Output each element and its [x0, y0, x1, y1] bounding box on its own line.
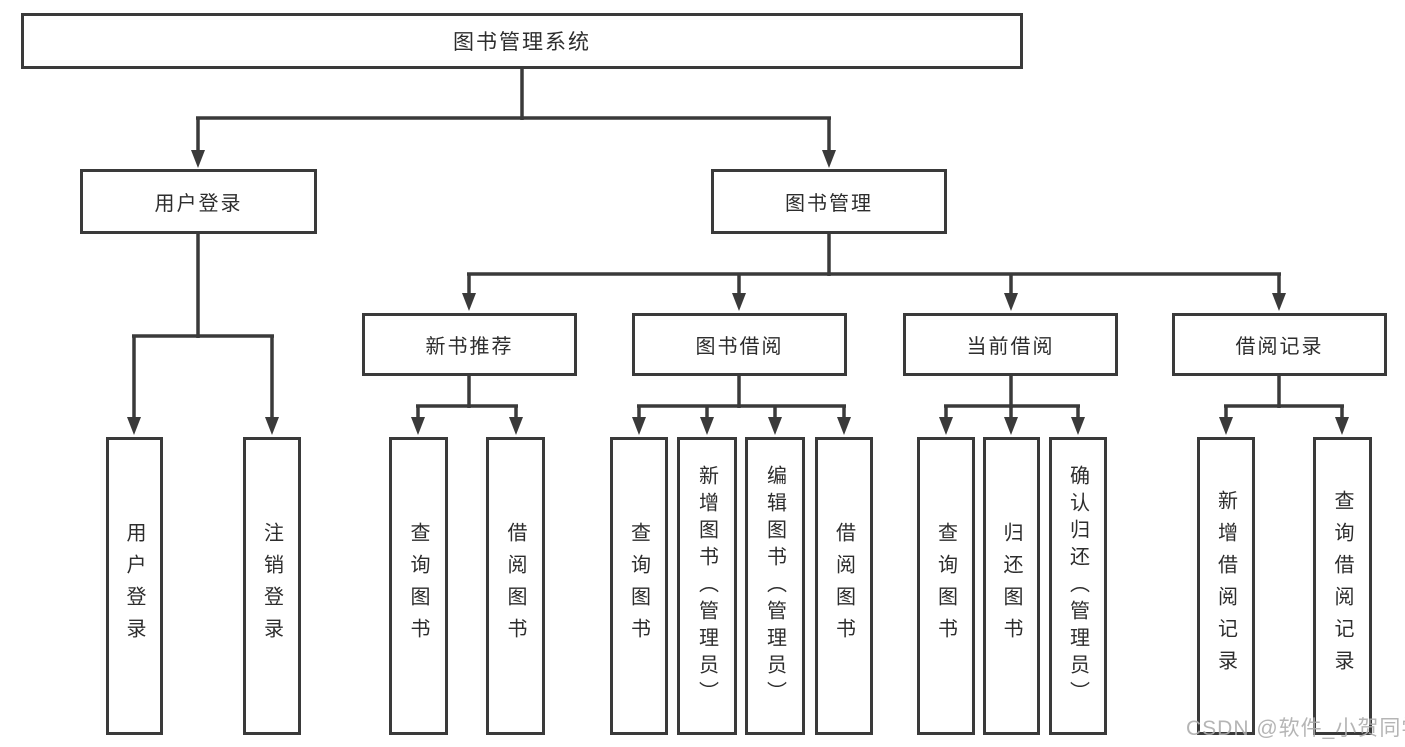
leaf-borrow-books-recommend: 借阅图书 — [486, 437, 545, 735]
node-new-book-recommend: 新书推荐 — [362, 313, 577, 376]
arrow-heads — [127, 150, 1349, 435]
leaf-query-books-recommend: 查询图书 — [389, 437, 448, 735]
node-book-borrow: 图书借阅 — [632, 313, 847, 376]
leaf-return-book: 归还图书 — [983, 437, 1040, 735]
leaf-add-book-admin: 新增图书（管理员） — [677, 437, 737, 735]
csdn-watermark: CSDN @软件_小贺同学 — [1186, 717, 1405, 740]
node-root-system: 图书管理系统 — [21, 13, 1023, 69]
node-borrow-record: 借阅记录 — [1172, 313, 1387, 376]
leaf-logout: 注销登录 — [243, 437, 301, 735]
leaf-edit-book-admin: 编辑图书（管理员） — [745, 437, 805, 735]
leaf-query-books-current: 查询图书 — [917, 437, 975, 735]
leaf-borrow-books: 借阅图书 — [815, 437, 873, 735]
leaf-query-borrow-record: 查询借阅记录 — [1313, 437, 1372, 735]
leaf-user-login: 用户登录 — [106, 437, 163, 735]
node-current-borrow: 当前借阅 — [903, 313, 1118, 376]
leaf-query-books-borrow: 查询图书 — [610, 437, 668, 735]
leaf-confirm-return-admin: 确认归还（管理员） — [1049, 437, 1107, 735]
node-book-management: 图书管理 — [711, 169, 947, 234]
node-user-login: 用户登录 — [80, 169, 317, 234]
leaf-add-borrow-record: 新增借阅记录 — [1197, 437, 1255, 735]
